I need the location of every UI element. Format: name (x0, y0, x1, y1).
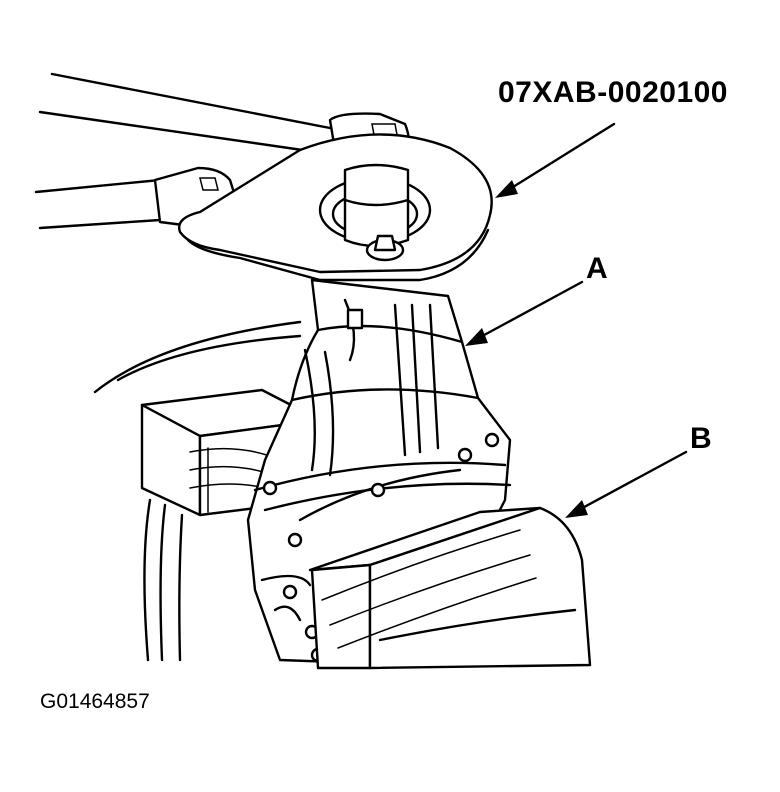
tool-number-label: 07XAB-0020100 (498, 76, 728, 109)
callout-a-label: A (586, 252, 608, 285)
arrowhead-b (565, 500, 588, 518)
callout-b-label: B (690, 422, 712, 455)
arrowhead-tool (495, 180, 518, 198)
leader-arrows (465, 122, 688, 518)
special-tool-plate (178, 133, 493, 282)
vise-jaw-b (308, 506, 592, 670)
arrowhead-a (465, 328, 488, 346)
figure-id-label: G01464857 (40, 690, 150, 713)
